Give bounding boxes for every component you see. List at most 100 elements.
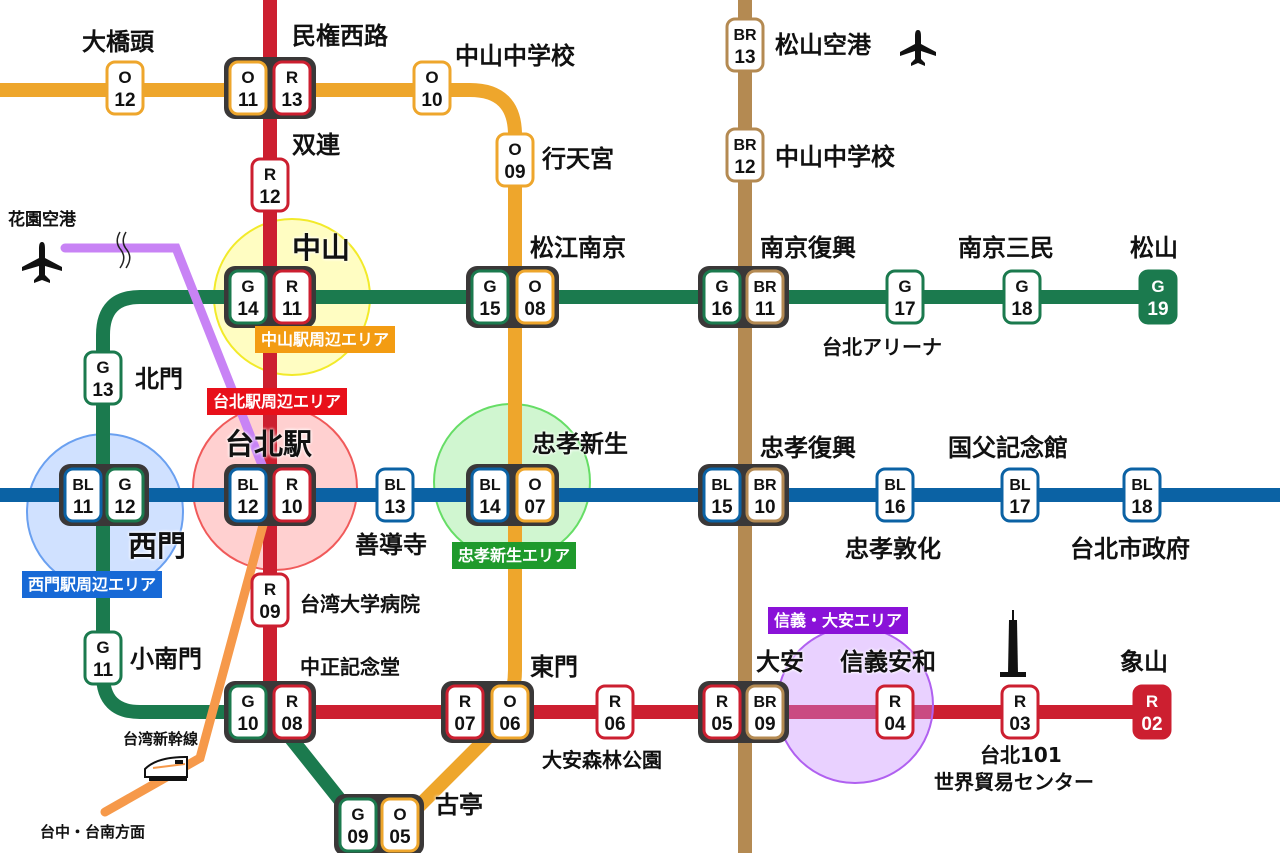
station-g11[interactable]: G11 (83, 630, 123, 686)
station-name-ximen: 西門 (128, 529, 187, 563)
station-o09[interactable]: O09 (495, 132, 535, 188)
area-label-xinyi: 信義・大安エリア (768, 607, 909, 635)
station-name-zhongxiao-fuxing: 忠孝復興 (760, 434, 856, 462)
station-marker (1122, 467, 1162, 523)
line-hsr (100, 520, 268, 817)
station-r11[interactable]: R11 (272, 269, 312, 325)
airplane-icon (900, 30, 936, 66)
station-marker (702, 269, 742, 325)
station-r06[interactable]: R06 (595, 684, 635, 740)
station-number: 13 (92, 380, 113, 401)
station-line-code: O (241, 68, 254, 87)
station-r05[interactable]: R05 (702, 684, 742, 740)
station-r13[interactable]: R13 (272, 60, 312, 116)
station-name-dongmen: 東門 (530, 653, 578, 681)
station-line-code: O (503, 692, 516, 711)
station-number: 09 (347, 827, 368, 848)
station-line-code: O (118, 68, 131, 87)
station-r07[interactable]: R 07 (445, 684, 485, 740)
station-number: 11 (73, 497, 94, 518)
station-marker (702, 684, 742, 740)
station-number: 03 (1009, 714, 1030, 735)
station-r03[interactable]: R03 (1000, 684, 1040, 740)
station-marker (445, 684, 485, 740)
station-o06[interactable]: O06 (490, 684, 530, 740)
station-line-code: G (351, 805, 364, 824)
station-marker (745, 467, 785, 523)
station-marker (745, 684, 785, 740)
station-g19[interactable]: G19 (1138, 269, 1178, 325)
station-name-nanjing-fuxing: 南京復興 (760, 234, 856, 262)
station-marker (1002, 269, 1042, 325)
station-g10[interactable]: G10 (228, 684, 268, 740)
station-o11[interactable]: O11 (228, 60, 268, 116)
station-o05[interactable]: O05 (380, 797, 420, 853)
station-line-code: R (459, 692, 471, 711)
station-r08[interactable]: R08 (272, 684, 312, 740)
break-mark-icon (116, 231, 131, 269)
station-o12[interactable]: O12 (105, 60, 145, 116)
station-r02[interactable]: R02 (1132, 684, 1172, 740)
station-number: 17 (894, 299, 915, 320)
station-name-daan-park: 大安森林公園 (542, 748, 662, 772)
station-marker (83, 630, 123, 686)
station-g16[interactable]: G16 (702, 269, 742, 325)
station-marker (63, 467, 103, 523)
station-r04[interactable]: R04 (875, 684, 915, 740)
taipei-101-icon (1000, 610, 1026, 677)
station-marker (272, 684, 312, 740)
station-marker (470, 467, 510, 523)
station-number: 16 (884, 497, 905, 518)
station-marker (490, 684, 530, 740)
station-g18[interactable]: G18 (1002, 269, 1042, 325)
station-line-code: R (286, 692, 298, 711)
station-marker (495, 132, 535, 188)
station-r10[interactable]: R10 (272, 467, 312, 523)
station-name-beimen: 北門 (135, 365, 183, 393)
station-line-code: R (716, 692, 728, 711)
station-name-sun-yatsen: 国父記念館 (948, 434, 1068, 462)
label-airport: 花園空港 (8, 210, 76, 230)
station-marker (745, 269, 785, 325)
station-o07[interactable]: O07 (515, 467, 555, 523)
station-r12[interactable]: R12 (250, 157, 290, 213)
station-g15[interactable]: G15 (470, 269, 510, 325)
bullet-train-icon (144, 756, 188, 781)
station-marker (412, 60, 452, 116)
station-name-zhongshan-jhs-br: 中山中学校 (775, 143, 895, 171)
station-marker (725, 127, 765, 183)
station-number: 12 (734, 157, 755, 178)
area-label-taipei: 台北駅周辺エリア (207, 388, 348, 416)
station-o08[interactable]: O08 (515, 269, 555, 325)
station-r09[interactable]: R09 (250, 572, 290, 628)
station-number: 16 (711, 299, 732, 320)
station-marker (272, 60, 312, 116)
station-number: 12 (114, 497, 135, 518)
station-o10[interactable]: O10 (412, 60, 452, 116)
station-g14[interactable]: G14 (228, 269, 268, 325)
station-g17[interactable]: G17 (885, 269, 925, 325)
station-number: 07 (454, 714, 475, 735)
station-name-guting: 古亭 (435, 791, 483, 819)
station-line-code: BR (753, 477, 777, 494)
label-hsr-direction: 台中・台南方面 (40, 823, 146, 841)
station-marker (470, 269, 510, 325)
station-number: 08 (524, 299, 545, 320)
station-marker (272, 269, 312, 325)
station-g13[interactable]: G13 (83, 350, 123, 406)
station-g09[interactable]: G 09 (338, 797, 378, 853)
station-g12[interactable]: G12 (105, 467, 145, 523)
